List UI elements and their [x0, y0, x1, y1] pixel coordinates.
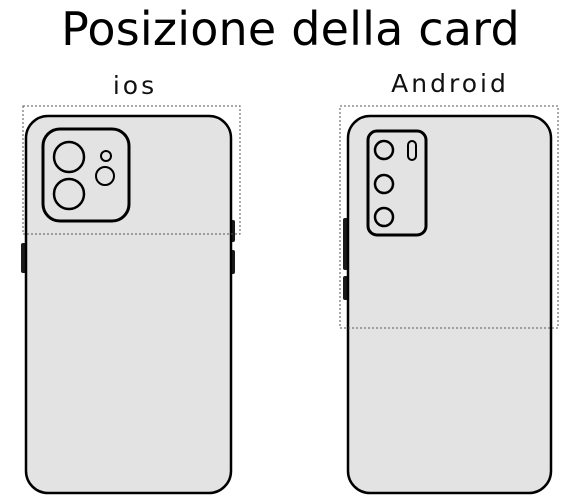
ios-label: ios — [112, 71, 158, 100]
ios-flash-icon — [95, 166, 115, 186]
android-camera-module — [366, 129, 428, 237]
ios-microphone-icon — [100, 150, 112, 162]
android-lens-3-icon — [373, 206, 395, 228]
android-lens-1-icon — [373, 139, 395, 161]
ios-lens-bottom-icon — [52, 177, 86, 211]
android-card-position-area — [339, 105, 559, 329]
ios-camera-housing — [41, 127, 131, 223]
ios-lens-top-icon — [52, 140, 86, 174]
android-label: Android — [391, 69, 509, 98]
ios-phone — [21, 105, 241, 495]
android-phone — [339, 105, 559, 495]
android-flash-icon — [407, 140, 417, 161]
ios-camera-module — [41, 127, 131, 223]
android-lens-2-icon — [373, 173, 395, 195]
ios-card-position-area — [22, 105, 241, 235]
page-title: Posizione della card — [61, 2, 520, 56]
